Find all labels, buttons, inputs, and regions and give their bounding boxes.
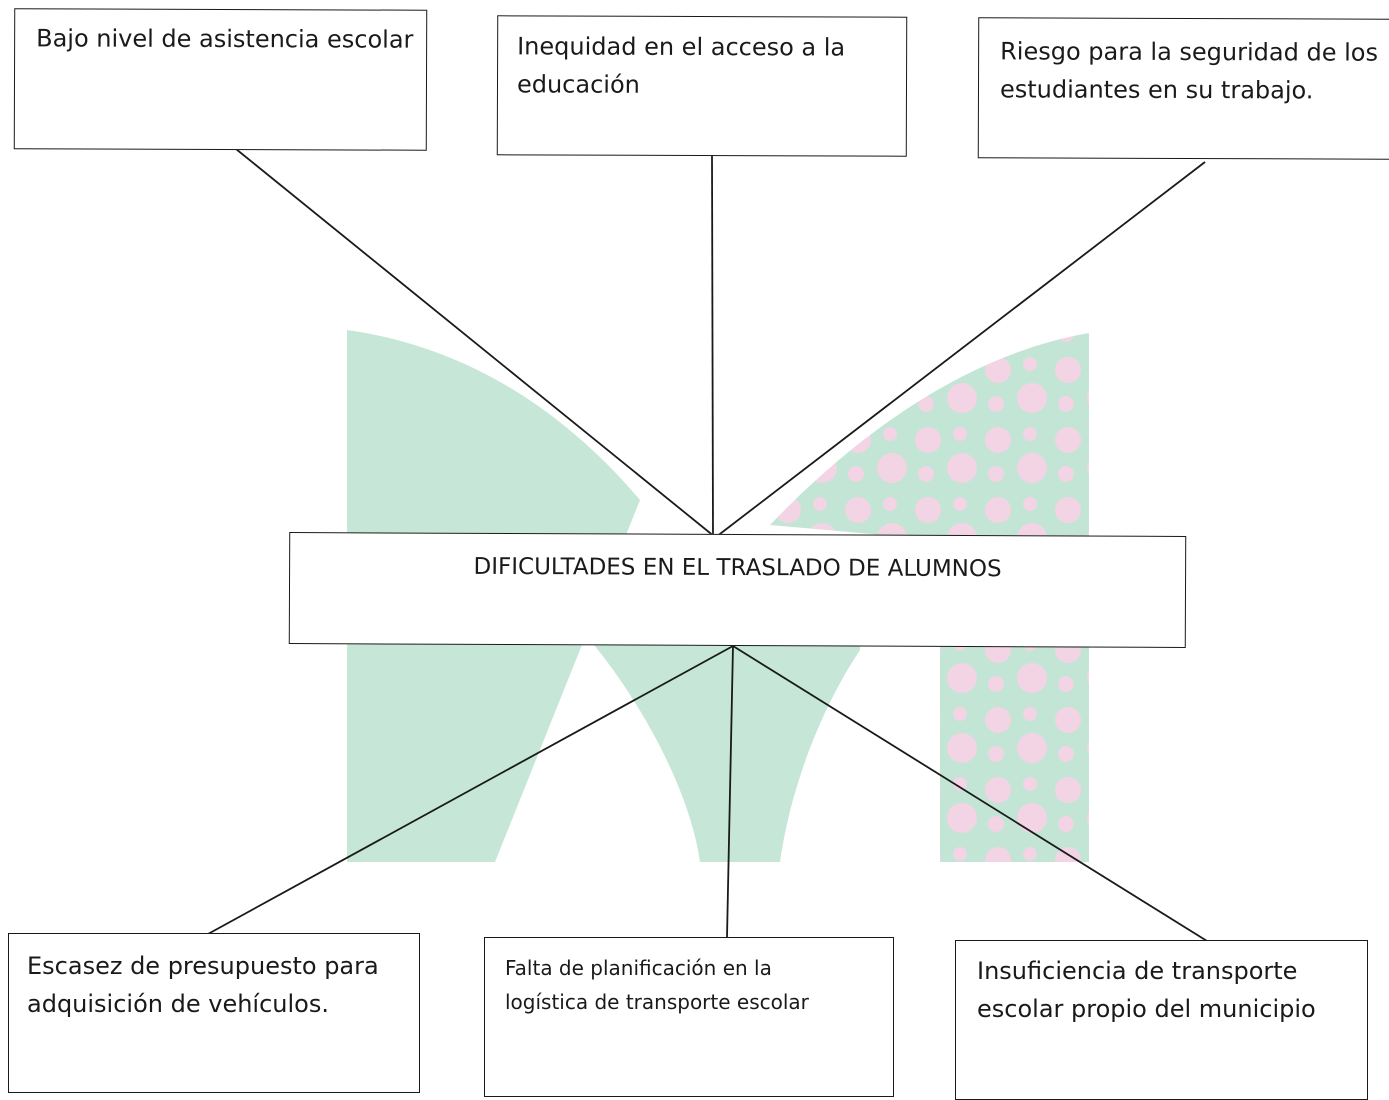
effect-box-safety-risk: Riesgo para la seguridad de los estudian… bbox=[977, 17, 1389, 160]
connector-effect-3 bbox=[715, 161, 1206, 538]
cause-box-budget: Escasez de presupuesto para adquisición … bbox=[8, 933, 420, 1093]
connector-lines bbox=[207, 148, 1208, 942]
cause-label: Insuficiencia de transporte escolar prop… bbox=[977, 957, 1316, 1023]
cause-box-planning: Falta de planificación en la logística d… bbox=[484, 937, 894, 1097]
connector-effect-1 bbox=[235, 148, 716, 538]
effect-box-low-attendance: Bajo nivel de asistencia escolar bbox=[13, 8, 428, 151]
effect-label: Inequidad en el acceso a la educación bbox=[516, 32, 846, 99]
watermark-right-leg bbox=[770, 333, 1089, 862]
connector-cause-1 bbox=[207, 645, 734, 935]
effect-label: Riesgo para la seguridad de los estudian… bbox=[999, 37, 1379, 105]
central-problem-box: DIFICULTADES EN EL TRASLADO DE ALUMNOS bbox=[288, 532, 1187, 648]
watermark-middle-arch bbox=[590, 640, 860, 862]
central-problem-label: DIFICULTADES EN EL TRASLADO DE ALUMNOS bbox=[473, 553, 1002, 583]
cause-box-transport: Insuficiencia de transporte escolar prop… bbox=[955, 940, 1368, 1100]
effect-box-inequity: Inequidad en el acceso a la educación bbox=[496, 15, 908, 157]
connector-cause-2 bbox=[726, 645, 734, 938]
cause-label: Falta de planificación en la logística d… bbox=[505, 956, 809, 1014]
connector-effect-2 bbox=[711, 155, 714, 538]
effect-label: Bajo nivel de asistencia escolar bbox=[36, 24, 414, 54]
connector-cause-3 bbox=[732, 645, 1208, 942]
cause-label: Escasez de presupuesto para adquisición … bbox=[27, 952, 379, 1018]
